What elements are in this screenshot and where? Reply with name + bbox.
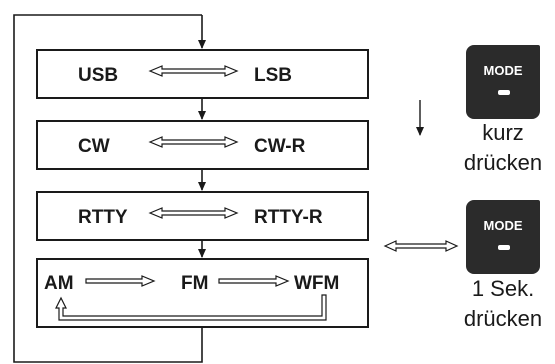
short-press-text: kurz drücken — [446, 118, 555, 178]
mode-rtty: RTTY — [78, 207, 128, 228]
long-press-text: 1 Sek. drücken — [446, 274, 555, 334]
return-arrow-icon — [55, 294, 327, 321]
open-arrow-icon — [218, 275, 290, 287]
mode-am: AM — [44, 273, 74, 294]
double-arrow-icon — [383, 240, 459, 252]
long-press-line2: drücken — [463, 306, 543, 331]
mode-button-short[interactable]: MODE — [466, 45, 540, 119]
long-press-line1: 1 Sek. — [471, 276, 535, 301]
mode-cw-r: CW-R — [254, 136, 306, 157]
mode-cw: CW — [78, 136, 110, 157]
short-press-line1: kurz — [482, 120, 524, 145]
button-indicator-icon — [498, 90, 510, 95]
box-rtty-rttyr — [36, 191, 369, 241]
mode-usb: USB — [78, 65, 118, 86]
short-press-line2: drücken — [463, 150, 543, 175]
mode-lsb: LSB — [254, 65, 292, 86]
mode-button-long[interactable]: MODE — [466, 200, 540, 274]
double-arrow-icon — [148, 207, 239, 219]
loop-line — [13, 14, 203, 363]
open-arrow-icon — [85, 275, 156, 287]
mode-rtty-r: RTTY-R — [254, 207, 323, 228]
mode-wfm: WFM — [294, 273, 339, 294]
box-usb-lsb — [36, 49, 369, 99]
mode-button-label: MODE — [483, 63, 523, 78]
box-cw-cwr — [36, 120, 369, 170]
mode-fm: FM — [181, 273, 208, 294]
mode-button-label: MODE — [483, 218, 523, 233]
double-arrow-icon — [148, 136, 239, 148]
double-arrow-icon — [148, 65, 239, 77]
button-indicator-icon — [498, 245, 510, 250]
